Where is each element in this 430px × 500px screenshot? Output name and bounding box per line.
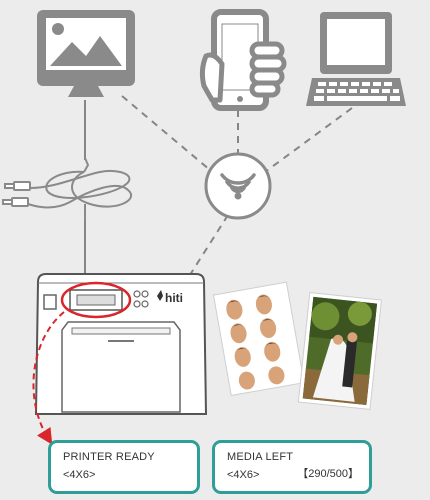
status-printer-ready: PRINTER READY <4X6>	[48, 440, 200, 494]
callout-arrow	[32, 311, 65, 445]
photo-prints-icon	[212, 281, 382, 411]
smartphone-icon	[199, 9, 287, 111]
laptop-icon	[306, 12, 406, 106]
status-media-size: <4X6>	[227, 469, 260, 481]
status-media-count: 【290/500】	[297, 468, 359, 480]
wireless-line-printer	[187, 214, 229, 279]
status-media-left: MEDIA LEFT <4X6> 【290/500】	[212, 440, 372, 494]
connection-lines	[84, 95, 353, 279]
display-highlight	[60, 281, 132, 319]
monitor-icon	[37, 10, 135, 97]
usb-cable-icon	[2, 157, 132, 220]
printer-icon: hiti	[34, 273, 208, 415]
hiti-logo-mark	[157, 290, 163, 301]
status-ready-size: <4X6>	[63, 469, 96, 481]
status-ready-title: PRINTER READY	[63, 451, 155, 463]
printer-brand: hiti	[165, 291, 183, 305]
wireless-line-laptop	[264, 107, 353, 173]
wireless-line-monitor	[121, 95, 211, 171]
status-media-title: MEDIA LEFT	[227, 451, 294, 463]
wireless-icon	[204, 152, 272, 220]
